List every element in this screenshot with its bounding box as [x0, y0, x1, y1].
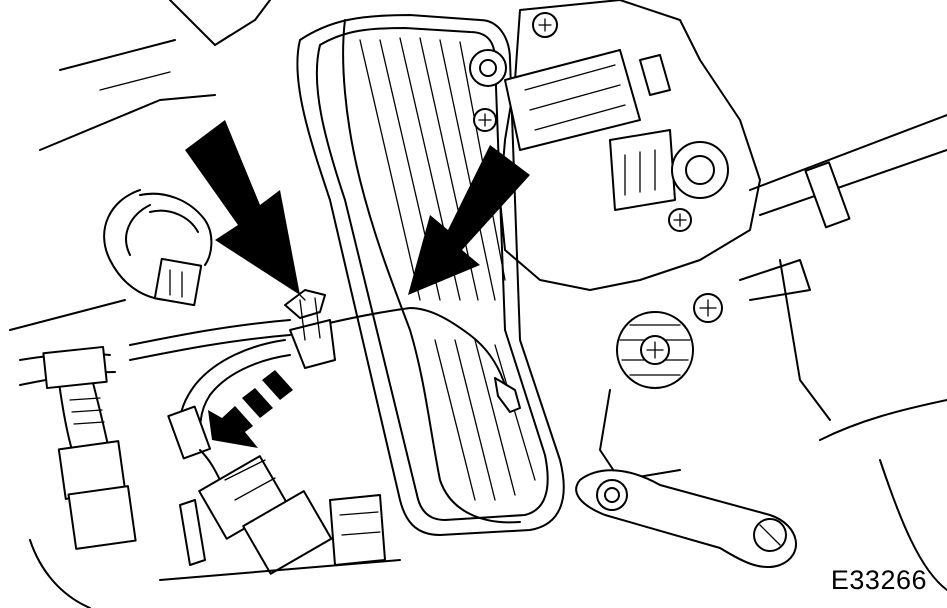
blend-door-actuator	[469, 0, 761, 323]
callout-arrow-clamp	[185, 120, 306, 301]
lower-brackets	[159, 494, 401, 581]
left-wire-harness	[19, 189, 171, 608]
upper-left-connector	[139, 192, 213, 307]
left-body-panel	[9, 0, 271, 331]
sensor-wire	[299, 19, 521, 524]
right-pipe	[739, 114, 947, 421]
figure-id-label: E33266	[830, 565, 927, 595]
pull-direction-arrow	[208, 370, 293, 448]
wire-clamp	[284, 289, 336, 369]
heater-core-housing	[296, 14, 565, 536]
lower-wire	[42, 319, 291, 390]
gear-mechanism	[575, 311, 947, 591]
callout-arrow-wire	[408, 145, 530, 295]
sensor-connector	[167, 339, 333, 575]
